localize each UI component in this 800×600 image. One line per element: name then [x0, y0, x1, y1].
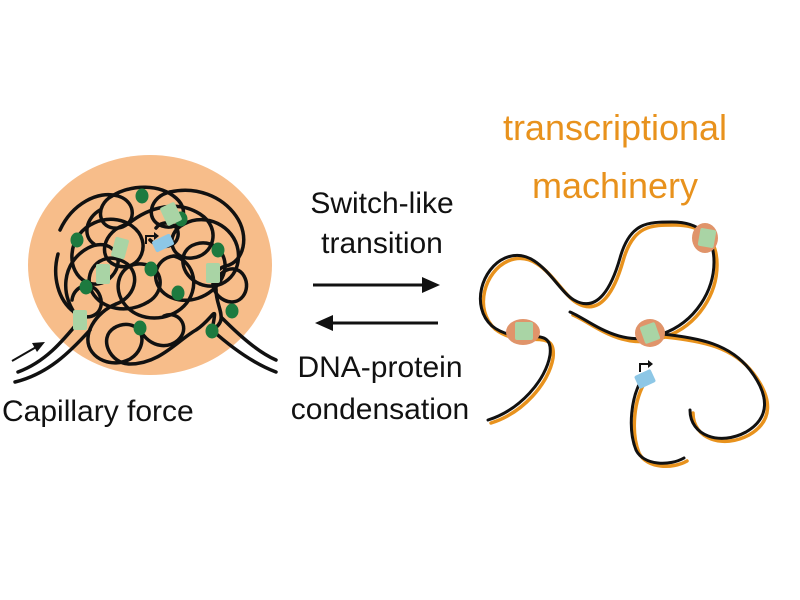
binding-sites-left — [73, 202, 220, 330]
machinery-label-line2: machinery — [531, 165, 699, 206]
binding-site — [697, 228, 717, 248]
protein-dot — [135, 188, 149, 204]
forward-label-line2: transition — [321, 227, 443, 260]
protein-dot — [211, 242, 225, 258]
binding-site — [160, 202, 182, 226]
binding-site — [96, 264, 110, 284]
binding-site — [73, 310, 87, 330]
binding-site — [515, 322, 533, 340]
protein-dot — [70, 232, 84, 248]
tss-arrow-icon — [639, 363, 648, 372]
tss-arrow-head — [648, 360, 653, 368]
capillary-force-arrow-head — [32, 342, 45, 352]
protein-dot — [79, 279, 93, 295]
promoter-site — [634, 369, 656, 389]
binding-site — [111, 236, 129, 260]
reverse-label-line2: condensation — [290, 393, 470, 426]
protein-dot — [225, 303, 239, 319]
protein-dot — [205, 323, 219, 339]
binding-site — [639, 322, 661, 344]
protein-dots — [70, 188, 239, 339]
binding-site — [206, 263, 220, 283]
tss-arrow-icon — [145, 235, 154, 244]
capillary-force-label: Capillary force — [2, 395, 194, 428]
transcription-clusters — [506, 223, 718, 347]
protein-dot — [171, 285, 185, 301]
protein-dot — [144, 261, 158, 277]
reverse-arrow-head — [315, 315, 333, 331]
capillary-force-arrow — [11, 345, 39, 362]
protein-dot — [133, 320, 147, 336]
promoter-site — [152, 233, 174, 253]
open-dna-shadow — [481, 223, 770, 468]
forward-arrow-head — [422, 277, 440, 293]
machinery-label-line1: transcriptional — [502, 107, 728, 148]
forward-label-line1: Switch-like — [310, 187, 454, 220]
tss-arrow-head — [154, 232, 159, 240]
reverse-label-line1: DNA-protein — [297, 351, 463, 384]
